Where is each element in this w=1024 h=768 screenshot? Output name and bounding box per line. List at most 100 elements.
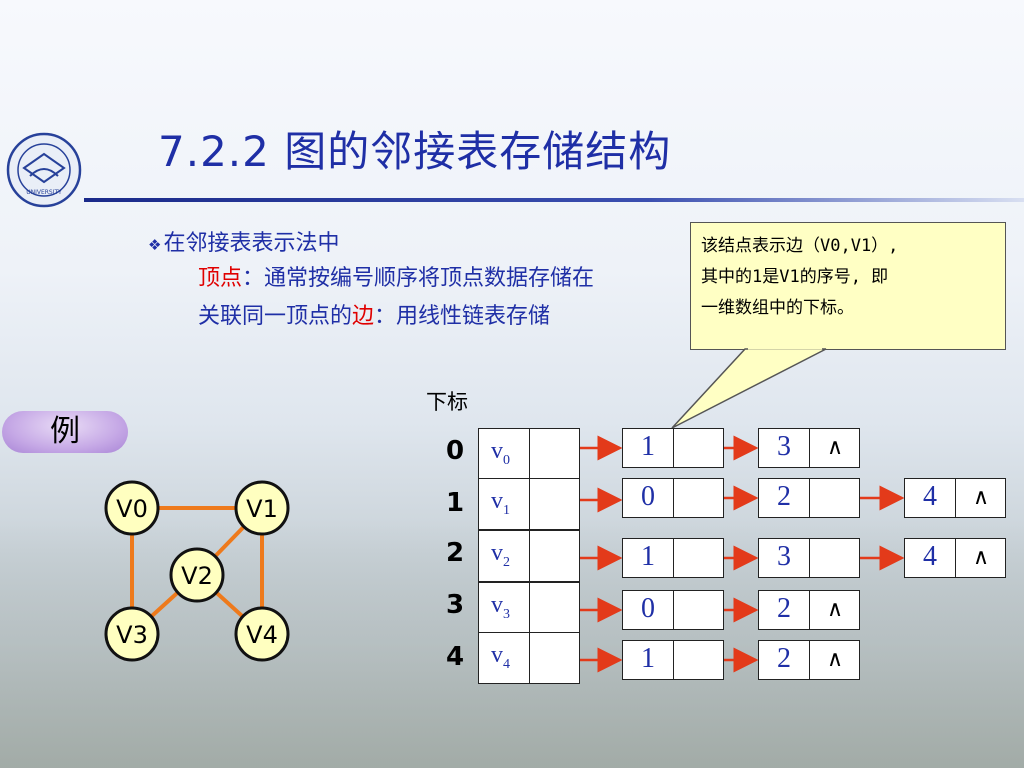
callout-note: 该结点表示边（V0,V1）, 其中的1是V1的序号, 即 一维数组中的下标。 xyxy=(690,222,1006,350)
adj-vertex-index: 3 xyxy=(777,541,791,572)
adj-next-cell xyxy=(809,538,860,578)
head-vertex-letter: v xyxy=(491,642,503,668)
adj-vertex-cell: 4 xyxy=(904,538,956,578)
adj-vertex-index: 4 xyxy=(923,541,937,572)
adj-next-cell xyxy=(673,478,724,518)
vertex-label: 顶点 xyxy=(198,266,243,291)
university-logo-icon: UNIVERSITY xyxy=(6,132,82,208)
adj-next-cell: ∧ xyxy=(955,538,1006,578)
adj-vertex-index: 2 xyxy=(777,593,791,624)
page-title: 7.2.2 图的邻接表存储结构 xyxy=(158,127,672,176)
edge-label: 边 xyxy=(352,304,375,329)
adj-vertex-index: 1 xyxy=(641,643,655,674)
adj-vertex-cell: 2 xyxy=(758,590,810,630)
callout-line-2: 其中的1是V1的序号, 即 xyxy=(701,267,889,287)
adj-vertex-index: 1 xyxy=(641,431,655,462)
head-vertex-label: v4 xyxy=(491,642,510,673)
graph-node-label: V4 xyxy=(246,621,278,649)
callout-line-1: 该结点表示边（V0,V1）, xyxy=(701,236,899,256)
adj-vertex-index: 2 xyxy=(777,481,791,512)
adj-vertex-cell: 1 xyxy=(622,538,674,578)
head-vertex-label: v2 xyxy=(491,540,510,571)
callout-pointer xyxy=(671,348,827,429)
adj-vertex-index: 0 xyxy=(641,481,655,512)
diamond-bullet-icon: ❖ xyxy=(148,236,162,254)
adj-vertex-index: 2 xyxy=(777,643,791,674)
head-vertex-cell: v4 xyxy=(478,632,530,684)
bullet-intro-line: ❖在邻接表表示法中 xyxy=(148,225,339,257)
adj-next-cell: ∧ xyxy=(809,640,860,680)
adj-next-cell: ∧ xyxy=(955,478,1006,518)
adj-vertex-cell: 1 xyxy=(622,640,674,680)
adj-vertex-cell: 2 xyxy=(758,640,810,680)
adj-vertex-cell: 0 xyxy=(622,590,674,630)
bullet-intro-text: 在邻接表表示法中 xyxy=(163,231,340,256)
head-vertex-letter: v xyxy=(491,592,503,618)
head-pointer-cell xyxy=(529,632,580,684)
adj-next-cell: ∧ xyxy=(809,428,860,468)
head-pointer-cell xyxy=(529,428,580,480)
head-vertex-subscript: 2 xyxy=(503,554,510,570)
example-label: 例 xyxy=(2,411,128,453)
adj-vertex-cell: 3 xyxy=(758,428,810,468)
adj-vertex-cell: 0 xyxy=(622,478,674,518)
edge-prefix-text: 关联同一顶点的 xyxy=(198,304,353,329)
graph-node-v2: V2 xyxy=(169,547,225,603)
adj-vertex-cell: 3 xyxy=(758,538,810,578)
graph-node-v0: V0 xyxy=(104,480,160,536)
adj-next-cell xyxy=(673,590,724,630)
head-vertex-cell: v1 xyxy=(478,478,530,530)
head-vertex-cell: v3 xyxy=(478,582,530,634)
head-vertex-cell: v0 xyxy=(478,428,530,480)
null-pointer-symbol: ∧ xyxy=(972,545,990,570)
callout-line-3: 一维数组中的下标。 xyxy=(701,298,854,318)
head-pointer-cell xyxy=(529,530,580,582)
adj-next-cell xyxy=(673,428,724,468)
row-index-label: 4 xyxy=(446,642,465,672)
vertex-description-text: ：通常按编号顺序将顶点数据存储在 xyxy=(242,266,595,291)
edge-description-line: 关联同一顶点的边：用线性链表存储 xyxy=(198,298,550,330)
head-pointer-cell xyxy=(529,478,580,530)
graph-node-label: V0 xyxy=(116,495,148,523)
null-pointer-symbol: ∧ xyxy=(826,647,844,672)
adj-vertex-cell: 2 xyxy=(758,478,810,518)
head-vertex-subscript: 1 xyxy=(503,502,510,518)
head-vertex-label: v0 xyxy=(491,438,510,469)
graph-node-v4: V4 xyxy=(234,606,290,662)
null-pointer-symbol: ∧ xyxy=(972,485,990,510)
graph-node-label: V2 xyxy=(181,562,213,590)
adj-vertex-cell: 4 xyxy=(904,478,956,518)
head-vertex-subscript: 3 xyxy=(503,606,510,622)
adj-vertex-index: 4 xyxy=(923,481,937,512)
head-vertex-label: v3 xyxy=(491,592,510,623)
vertex-description-line: 顶点：通常按编号顺序将顶点数据存储在 xyxy=(198,260,594,292)
edge-description-text: ：用线性链表存储 xyxy=(374,304,551,329)
row-index-label: 1 xyxy=(446,488,465,518)
adj-vertex-index: 1 xyxy=(641,541,655,572)
head-vertex-cell: v2 xyxy=(478,530,530,582)
subscript-header: 下标 xyxy=(426,390,468,414)
title-underline xyxy=(84,198,1024,202)
head-vertex-letter: v xyxy=(491,438,503,464)
adj-next-cell xyxy=(809,478,860,518)
null-pointer-symbol: ∧ xyxy=(826,435,844,460)
head-vertex-label: v1 xyxy=(491,488,510,519)
adj-next-cell xyxy=(673,640,724,680)
row-index-label: 2 xyxy=(446,538,465,568)
adj-vertex-index: 3 xyxy=(777,431,791,462)
row-index-label: 3 xyxy=(446,590,465,620)
head-vertex-letter: v xyxy=(491,540,503,566)
head-vertex-subscript: 4 xyxy=(503,656,510,672)
head-vertex-letter: v xyxy=(491,488,503,514)
svg-text:UNIVERSITY: UNIVERSITY xyxy=(26,189,62,196)
graph-node-label: V3 xyxy=(116,621,148,649)
graph-node-v1: V1 xyxy=(234,480,290,536)
adj-vertex-index: 0 xyxy=(641,593,655,624)
graph-node-label: V1 xyxy=(246,495,278,523)
row-index-label: 0 xyxy=(446,436,465,466)
adj-vertex-cell: 1 xyxy=(622,428,674,468)
head-vertex-subscript: 0 xyxy=(503,452,510,468)
graph-node-v3: V3 xyxy=(104,606,160,662)
adj-next-cell xyxy=(673,538,724,578)
